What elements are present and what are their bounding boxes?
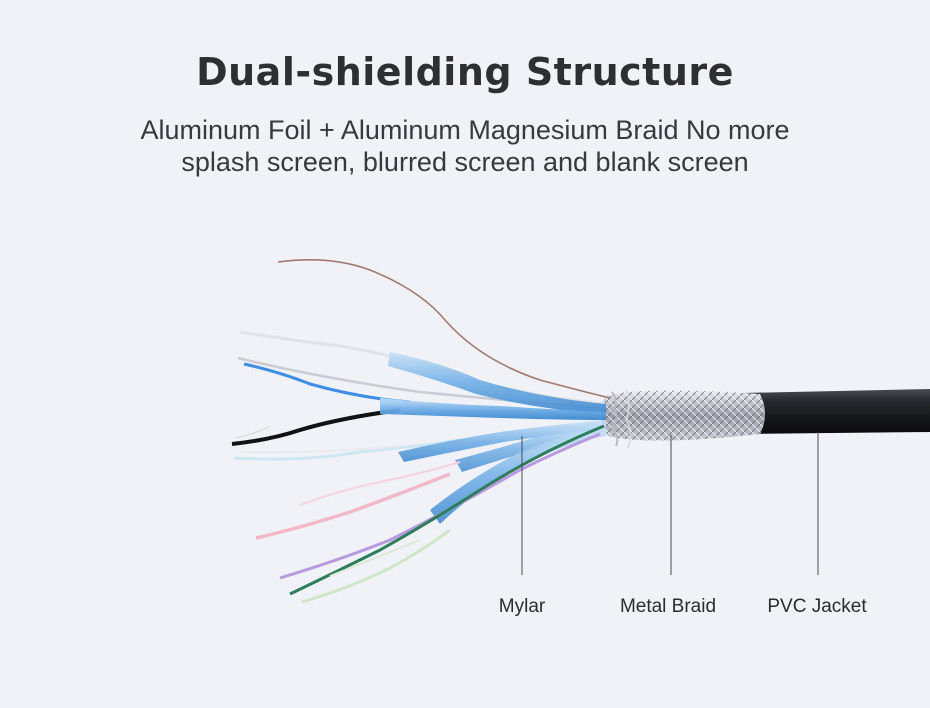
page-subtitle: Aluminum Foil + Aluminum Magnesium Braid… [90, 114, 840, 178]
black-wire [231, 408, 401, 446]
metal-braid-segment [601, 389, 765, 449]
pvc-jacket-label: PVC Jacket [767, 596, 867, 617]
mylar-foil-wraps [380, 352, 606, 524]
blue-wire [243, 362, 411, 404]
page-title: Dual-shielding Structure [196, 50, 734, 94]
mylar-label: Mylar [498, 596, 546, 617]
light-green-wire [301, 528, 451, 604]
subtitle-line-1: Aluminum Foil + Aluminum Magnesium Braid… [140, 115, 790, 145]
pink-wire [255, 472, 451, 540]
drain-wire [277, 258, 611, 399]
subtitle-line-2: splash screen, blurred screen and blank … [181, 147, 749, 177]
green-wire [289, 424, 605, 596]
metal-braid-label: Metal Braid [619, 596, 717, 617]
